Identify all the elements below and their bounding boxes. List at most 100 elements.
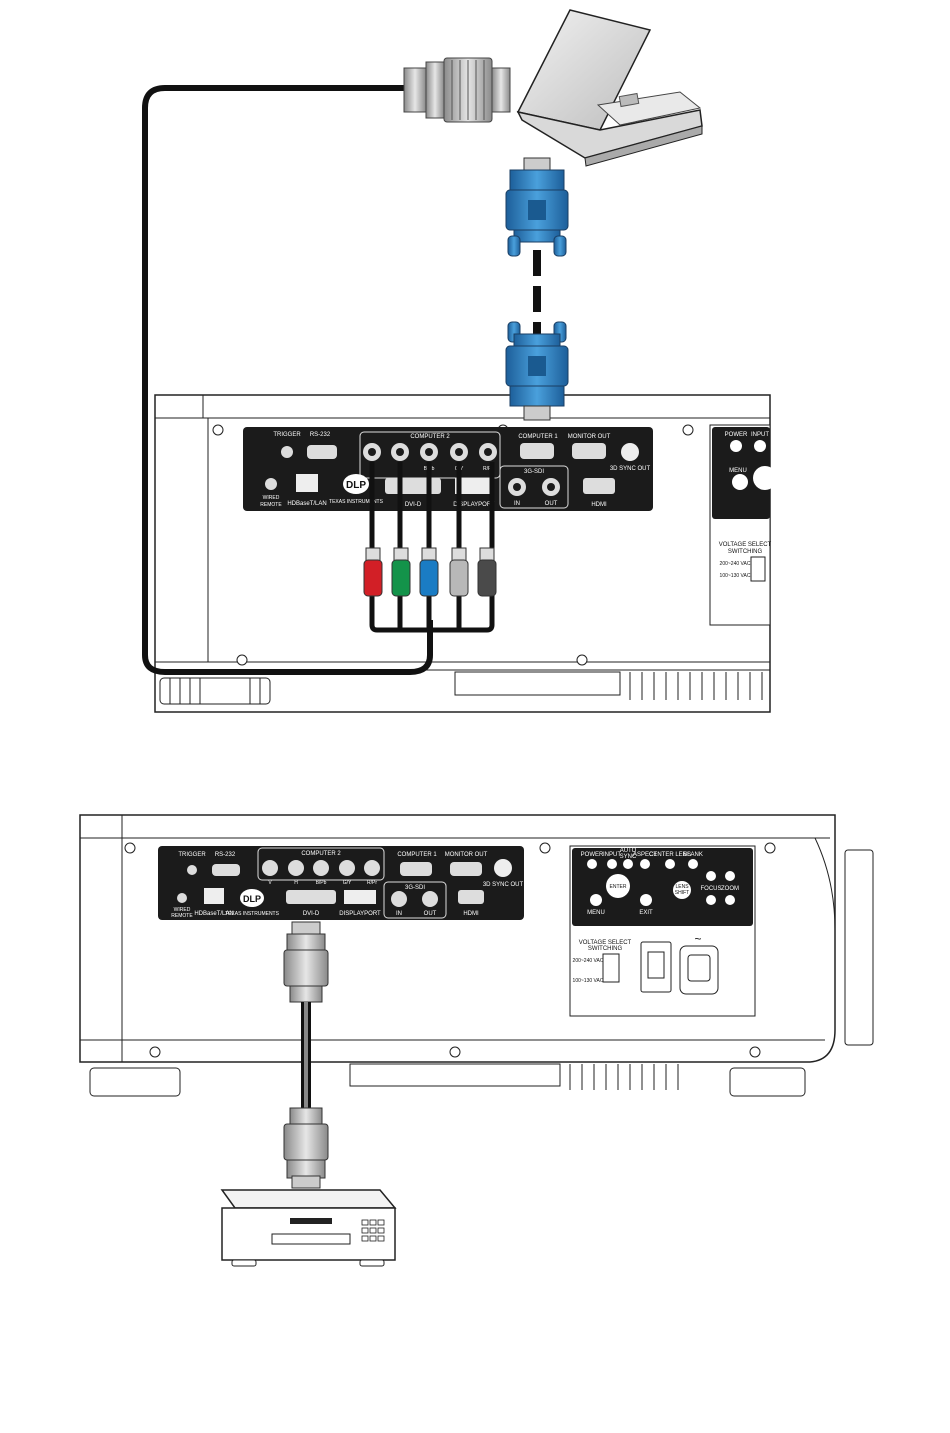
- svg-text:INPUT: INPUT: [603, 852, 621, 858]
- rs232-port-bottom[interactable]: [212, 864, 240, 876]
- svg-text:200~240 VAC: 200~240 VAC: [720, 561, 751, 567]
- svg-text:TRIGGER: TRIGGER: [178, 852, 206, 858]
- svg-text:POWER: POWER: [581, 852, 604, 858]
- rs232-port[interactable]: [307, 445, 337, 459]
- vga-cable-bottom: [283, 921, 329, 1189]
- sync-out-port-bottom[interactable]: [494, 859, 512, 877]
- svg-text:REMOTE: REMOTE: [260, 502, 282, 508]
- svg-text:~: ~: [694, 932, 701, 946]
- menu-button-top[interactable]: [732, 474, 748, 490]
- svg-text:LENS: LENS: [675, 884, 689, 890]
- vga-cable-loop: [142, 85, 433, 675]
- svg-text:H: H: [294, 880, 298, 886]
- power-button[interactable]: [587, 859, 597, 869]
- svg-text:V: V: [268, 880, 272, 886]
- svg-text:ENTER: ENTER: [610, 884, 627, 890]
- component-cables: [369, 462, 495, 633]
- input-button-top[interactable]: [754, 440, 766, 452]
- svg-text:TEXAS INSTRUMENTS: TEXAS INSTRUMENTS: [225, 911, 280, 917]
- computer1-label: COMPUTER 1: [518, 434, 558, 440]
- trigger-label: TRIGGER: [273, 432, 301, 438]
- svg-text:REMOTE: REMOTE: [171, 913, 193, 919]
- displayport-port[interactable]: [455, 478, 491, 494]
- aspect-button[interactable]: [640, 859, 650, 869]
- auto-sync-button[interactable]: [623, 859, 633, 869]
- input-button[interactable]: [607, 859, 617, 869]
- dlp-logo-bottom: [240, 889, 264, 907]
- svg-text:COMPUTER 2: COMPUTER 2: [301, 851, 341, 857]
- svg-text:DISPLAYPORT: DISPLAYPORT: [339, 911, 381, 917]
- monitor-out-port[interactable]: [572, 443, 606, 459]
- power-button-top[interactable]: [730, 440, 742, 452]
- sdi-out-port-bottom[interactable]: [422, 891, 438, 907]
- svg-text:ASPECT: ASPECT: [633, 852, 657, 858]
- sync-out-label: 3D SYNC OUT: [610, 466, 651, 472]
- svg-text:MENU: MENU: [729, 468, 747, 474]
- center-lens-button[interactable]: [665, 859, 675, 869]
- svg-text:AUTO: AUTO: [620, 848, 637, 854]
- svg-text:R/Pr: R/Pr: [367, 880, 377, 886]
- svg-text:VOLTAGE SELECT: VOLTAGE SELECT: [719, 542, 772, 548]
- svg-text:WIRED: WIRED: [263, 495, 280, 501]
- hdmi-port-bottom[interactable]: [458, 890, 484, 904]
- trigger-port[interactable]: [281, 446, 293, 458]
- svg-text:SYNC: SYNC: [620, 854, 637, 860]
- dvi-port-bottom[interactable]: [286, 890, 336, 904]
- hdbaset-label: HDBaseT/LAN: [287, 501, 326, 507]
- exit-button[interactable]: [640, 894, 652, 906]
- zoom-minus-button[interactable]: [725, 895, 735, 905]
- svg-text:COMPUTER 1: COMPUTER 1: [397, 852, 437, 858]
- svg-text:SHIFT: SHIFT: [675, 890, 689, 896]
- control-panel-top: POWER INPUT MENU VOLTAGE SELECT SWITCHIN…: [709, 424, 777, 626]
- rca-plug-red: [363, 547, 383, 597]
- bnc-rpr-label: R/Pr: [483, 466, 493, 472]
- svg-text:WIRED: WIRED: [174, 907, 191, 913]
- monitor-out-label: MONITOR OUT: [568, 434, 611, 440]
- svg-text:RS-232: RS-232: [215, 852, 236, 858]
- svg-text:ZOOM: ZOOM: [721, 886, 739, 892]
- hdbaset-port[interactable]: [296, 474, 318, 492]
- zoom-plus-button[interactable]: [725, 871, 735, 881]
- rca-plug-dark: [477, 547, 497, 597]
- focus-plus-button[interactable]: [706, 871, 716, 881]
- svg-text:MONITOR OUT: MONITOR OUT: [445, 852, 488, 858]
- top-diagram: TRIGGER RS-232 COMPUTER 2 V H B/Pb G/Y R…: [142, 9, 777, 713]
- svg-text:DVI-D: DVI-D: [303, 911, 320, 917]
- bnc-ports-bottom[interactable]: [262, 860, 380, 876]
- svg-text:EXIT: EXIT: [639, 910, 653, 916]
- lens-shift-button[interactable]: [673, 881, 691, 899]
- voltage-switch[interactable]: [602, 953, 620, 983]
- svg-text:200~240 VAC: 200~240 VAC: [573, 958, 604, 964]
- computer1-port[interactable]: [520, 443, 554, 459]
- svg-text:HDMI: HDMI: [463, 911, 479, 917]
- displayport-label: DISPLAYPORT: [453, 502, 495, 508]
- svg-text:DLP: DLP: [346, 480, 366, 491]
- svg-text:B/Pb: B/Pb: [316, 880, 327, 886]
- io-panel-bottom: TRIGGER RS-232 COMPUTER 2 V H B/Pb G/Y R…: [158, 846, 524, 920]
- sdi-label: 3G-SDI: [524, 469, 544, 475]
- menu-button[interactable]: [590, 894, 602, 906]
- focus-minus-button[interactable]: [706, 895, 716, 905]
- svg-text:DLP: DLP: [243, 894, 261, 904]
- wired-remote-port-bottom[interactable]: [177, 893, 187, 903]
- wired-remote-port[interactable]: [265, 478, 277, 490]
- blank-button[interactable]: [688, 859, 698, 869]
- displayport-port-bottom[interactable]: [344, 890, 376, 904]
- monitor-out-port-bottom[interactable]: [450, 862, 482, 876]
- hdbaset-port-bottom[interactable]: [204, 888, 224, 904]
- enter-button[interactable]: [606, 874, 630, 898]
- bottom-diagram: TRIGGER RS-232 COMPUTER 2 V H B/Pb G/Y R…: [79, 814, 874, 1267]
- svg-text:G/Y: G/Y: [343, 880, 352, 886]
- rca-plug-blue: [419, 547, 439, 597]
- voltage-switch-top[interactable]: [750, 556, 766, 582]
- sync-out-port[interactable]: [621, 443, 639, 461]
- hdmi-port[interactable]: [583, 478, 615, 494]
- computer1-port-bottom[interactable]: [400, 862, 432, 876]
- svg-text:FOCUS: FOCUS: [701, 886, 722, 892]
- sdi-in-port-bottom[interactable]: [391, 891, 407, 907]
- dlp-logo: [343, 474, 369, 494]
- trigger-port-bottom[interactable]: [187, 865, 197, 875]
- svg-text:VOLTAGE SELECT: VOLTAGE SELECT: [579, 940, 632, 946]
- dvi-port[interactable]: [385, 478, 441, 494]
